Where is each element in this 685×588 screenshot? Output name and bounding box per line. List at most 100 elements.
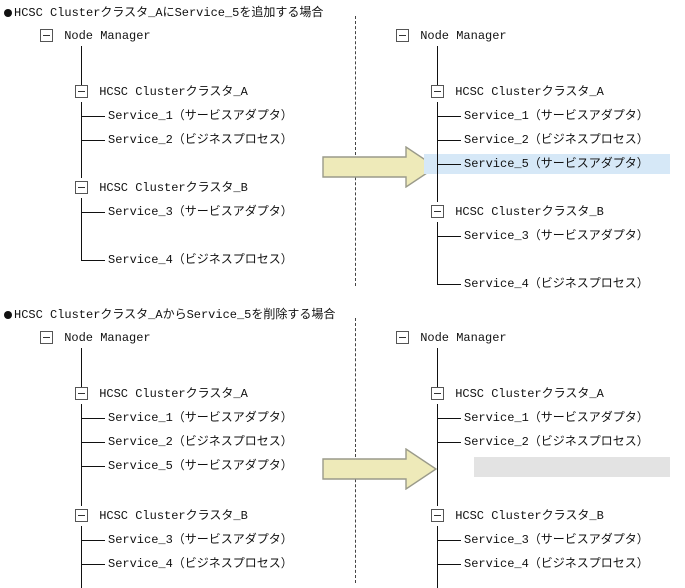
tree-connector (81, 116, 105, 117)
tree-leaf-label: Service_3（サービスアダプタ） (464, 229, 649, 243)
tree-node-label: HCSC Clusterクラスタ_B (99, 509, 248, 523)
toggle-root[interactable] (396, 328, 409, 345)
toggle-cluster-b[interactable] (75, 178, 88, 195)
collapse-minus-icon[interactable] (431, 387, 444, 401)
tree-leaf-label: Service_2（ビジネスプロセス） (108, 133, 293, 147)
tree-leaf-service-3[interactable]: Service_3（サービスアダプタ） (464, 530, 649, 550)
tree-leaf-service-3[interactable]: Service_3（サービスアダプタ） (108, 530, 293, 550)
toggle-root[interactable] (396, 26, 409, 43)
tree-node-cluster-a[interactable]: HCSC Clusterクラスタ_A (75, 384, 248, 404)
collapse-minus-icon[interactable] (396, 331, 409, 345)
tree-node-root[interactable]: Node Manager (40, 26, 151, 46)
collapse-minus-icon[interactable] (75, 387, 88, 401)
tree-node-root[interactable]: Node Manager (40, 328, 151, 348)
tree-node-cluster-a[interactable]: HCSC Clusterクラスタ_A (75, 82, 248, 102)
tree-connector (81, 260, 105, 261)
tree-node-cluster-a[interactable]: HCSC Clusterクラスタ_A (431, 384, 604, 404)
tree-leaf-label: Service_4（ビジネスプロセス） (108, 253, 293, 267)
toggle-cluster-b[interactable] (431, 202, 444, 219)
toggle-cluster-b[interactable] (431, 506, 444, 523)
tree-node-label: Node Manager (64, 29, 151, 43)
tree-leaf-label: Service_2（ビジネスプロセス） (464, 435, 649, 449)
tree-leaf-service-5[interactable]: Service_5（サービスアダプタ） (464, 154, 649, 174)
tree-connector (437, 164, 461, 165)
tree-leaf-label: Service_3（サービスアダプタ） (108, 533, 293, 547)
tree-trunk (81, 46, 82, 92)
tree-connector (437, 540, 461, 541)
collapse-minus-icon[interactable] (431, 509, 444, 523)
tree-leaf-label: Service_4（ビジネスプロセス） (464, 557, 649, 571)
section-heading-add: HCSC Clusterクラスタ_AにService_5を追加する場合 (4, 6, 323, 20)
arrow-right-icon (322, 145, 438, 189)
tree-trunk (437, 348, 438, 394)
tree-branch-b (81, 198, 82, 260)
tree-leaf-service-1[interactable]: Service_1（サービスアダプタ） (464, 408, 649, 428)
toggle-cluster-a[interactable] (431, 384, 444, 401)
toggle-cluster-b[interactable] (75, 506, 88, 523)
tree-node-label: HCSC Clusterクラスタ_B (455, 205, 604, 219)
highlight-added-row (424, 154, 670, 174)
tree-connector (437, 442, 461, 443)
tree-leaf-service-4[interactable]: Service_4（ビジネスプロセス） (108, 554, 293, 574)
toggle-cluster-a[interactable] (431, 82, 444, 99)
tree-leaf-service-2[interactable]: Service_2（ビジネスプロセス） (108, 130, 293, 150)
tree-branch-a (437, 102, 438, 202)
tree-branch-a (81, 404, 82, 506)
tree-node-label: HCSC Clusterクラスタ_B (99, 181, 248, 195)
tree-leaf-service-1[interactable]: Service_1（サービスアダプタ） (108, 408, 293, 428)
tree-leaf-service-3[interactable]: Service_3（サービスアダプタ） (464, 226, 649, 246)
tree-leaf-label: Service_1（サービスアダプタ） (108, 109, 293, 123)
tree-node-cluster-b[interactable]: HCSC Clusterクラスタ_B (431, 506, 604, 526)
tree-node-root[interactable]: Node Manager (396, 328, 507, 348)
tree-leaf-service-3[interactable]: Service_3（サービスアダプタ） (108, 202, 293, 222)
tree-connector (437, 116, 461, 117)
arrow-right-icon (322, 447, 438, 491)
collapse-minus-icon[interactable] (431, 205, 444, 219)
transition-arrow-delete (322, 447, 438, 491)
tree-node-cluster-b[interactable]: HCSC Clusterクラスタ_B (431, 202, 604, 222)
collapse-minus-icon[interactable] (75, 509, 88, 523)
tree-branch-b (81, 526, 82, 588)
tree-leaf-label: Service_2（ビジネスプロセス） (108, 435, 293, 449)
tree-connector (81, 540, 105, 541)
tree-branch-b (437, 526, 438, 588)
collapse-minus-icon[interactable] (40, 29, 53, 43)
toggle-cluster-a[interactable] (75, 82, 88, 99)
tree-node-label: Node Manager (420, 331, 507, 345)
tree-branch-b (437, 222, 438, 284)
collapse-minus-icon[interactable] (75, 85, 88, 99)
tree-leaf-label: Service_1（サービスアダプタ） (108, 411, 293, 425)
tree-node-cluster-a[interactable]: HCSC Clusterクラスタ_A (431, 82, 604, 102)
tree-leaf-label: Service_4（ビジネスプロセス） (464, 277, 649, 291)
tree-leaf-service-4[interactable]: Service_4（ビジネスプロセス） (108, 250, 293, 270)
collapse-minus-icon[interactable] (396, 29, 409, 43)
tree-node-root[interactable]: Node Manager (396, 26, 507, 46)
tree-leaf-service-1[interactable]: Service_1（サービスアダプタ） (464, 106, 649, 126)
tree-leaf-service-1[interactable]: Service_1（サービスアダプタ） (108, 106, 293, 126)
tree-node-cluster-b[interactable]: HCSC Clusterクラスタ_B (75, 506, 248, 526)
tree-leaf-label: Service_4（ビジネスプロセス） (108, 557, 293, 571)
tree-leaf-service-2[interactable]: Service_2（ビジネスプロセス） (108, 432, 293, 452)
tree-leaf-service-2[interactable]: Service_2（ビジネスプロセス） (464, 432, 649, 452)
tree-connector (81, 564, 105, 565)
tree-node-label: HCSC Clusterクラスタ_A (99, 85, 248, 99)
tree-node-cluster-b[interactable]: HCSC Clusterクラスタ_B (75, 178, 248, 198)
collapse-minus-icon[interactable] (75, 181, 88, 195)
tree-leaf-label: Service_5（サービスアダプタ） (108, 459, 293, 473)
collapse-minus-icon[interactable] (40, 331, 53, 345)
tree-connector (437, 564, 461, 565)
tree-leaf-service-4[interactable]: Service_4（ビジネスプロセス） (464, 274, 649, 294)
tree-leaf-service-2[interactable]: Service_2（ビジネスプロセス） (464, 130, 649, 150)
toggle-root[interactable] (40, 26, 53, 43)
toggle-cluster-a[interactable] (75, 384, 88, 401)
tree-connector (437, 284, 461, 285)
tree-node-label: Node Manager (64, 331, 151, 345)
tree-leaf-service-4[interactable]: Service_4（ビジネスプロセス） (464, 554, 649, 574)
collapse-minus-icon[interactable] (431, 85, 444, 99)
toggle-root[interactable] (40, 328, 53, 345)
section-heading-add-text: HCSC Clusterクラスタ_AにService_5を追加する場合 (14, 6, 324, 20)
tree-node-label: HCSC Clusterクラスタ_B (455, 509, 604, 523)
tree-leaf-service-5[interactable]: Service_5（サービスアダプタ） (108, 456, 293, 476)
tree-node-label: HCSC Clusterクラスタ_A (99, 387, 248, 401)
